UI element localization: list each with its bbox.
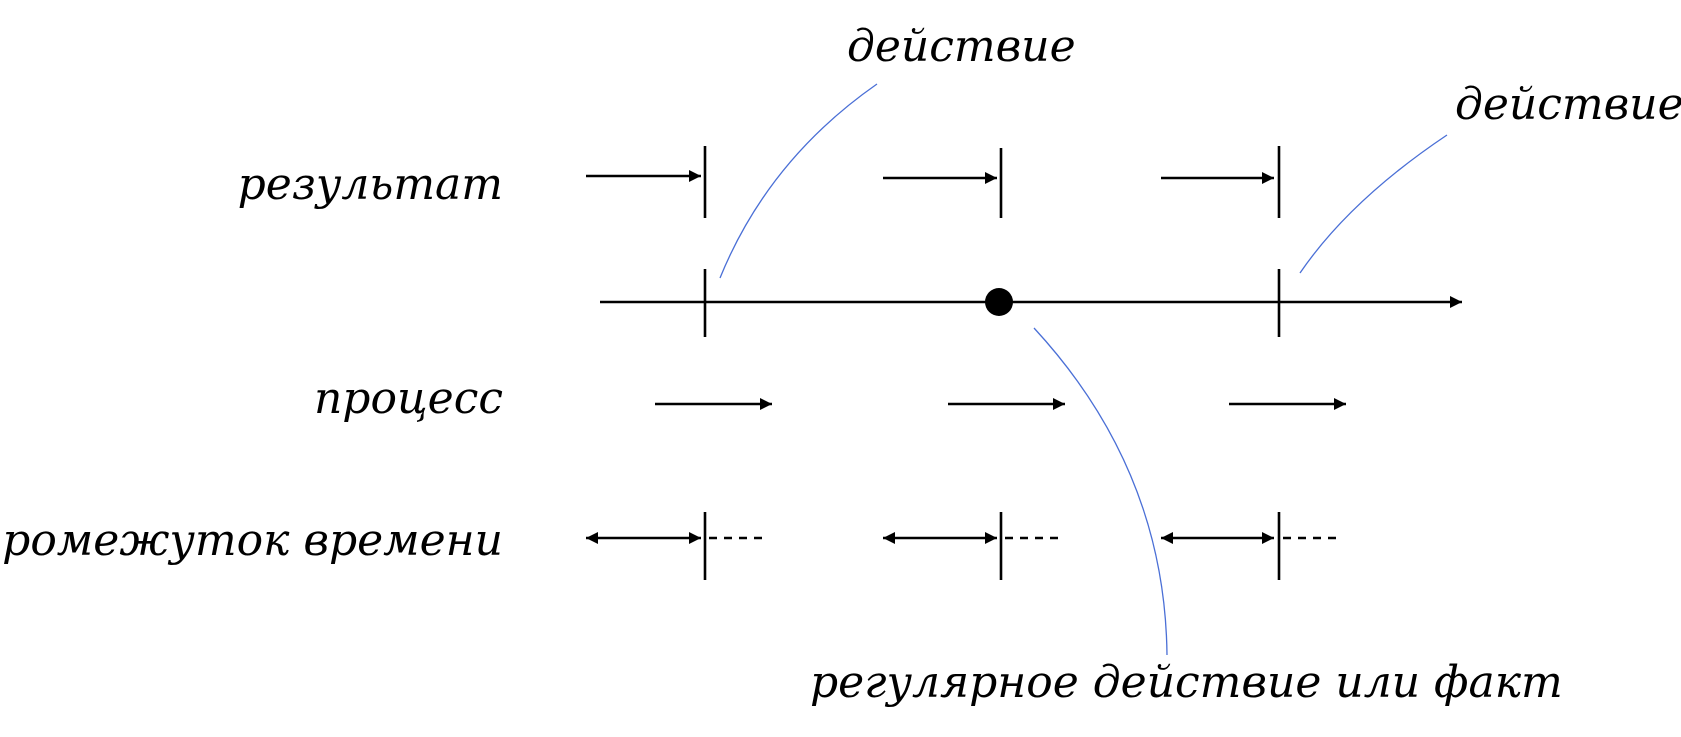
time-span-row	[586, 512, 1336, 580]
label-result: результат	[238, 159, 503, 210]
leader-line-regular-action	[1033, 327, 1168, 656]
time-axis	[600, 269, 1462, 337]
label-process: процесс	[314, 373, 503, 424]
label-action-right: действие	[1455, 79, 1681, 130]
now-point	[985, 288, 1013, 316]
label-action-top: действие	[847, 21, 1076, 72]
leader-line-action-right	[1299, 134, 1448, 274]
label-time-span: промежуток времени	[0, 515, 503, 566]
result-row	[586, 146, 1281, 218]
leader-line-action-top	[719, 83, 878, 279]
label-regular-action: регулярное действие или факт	[810, 657, 1563, 708]
